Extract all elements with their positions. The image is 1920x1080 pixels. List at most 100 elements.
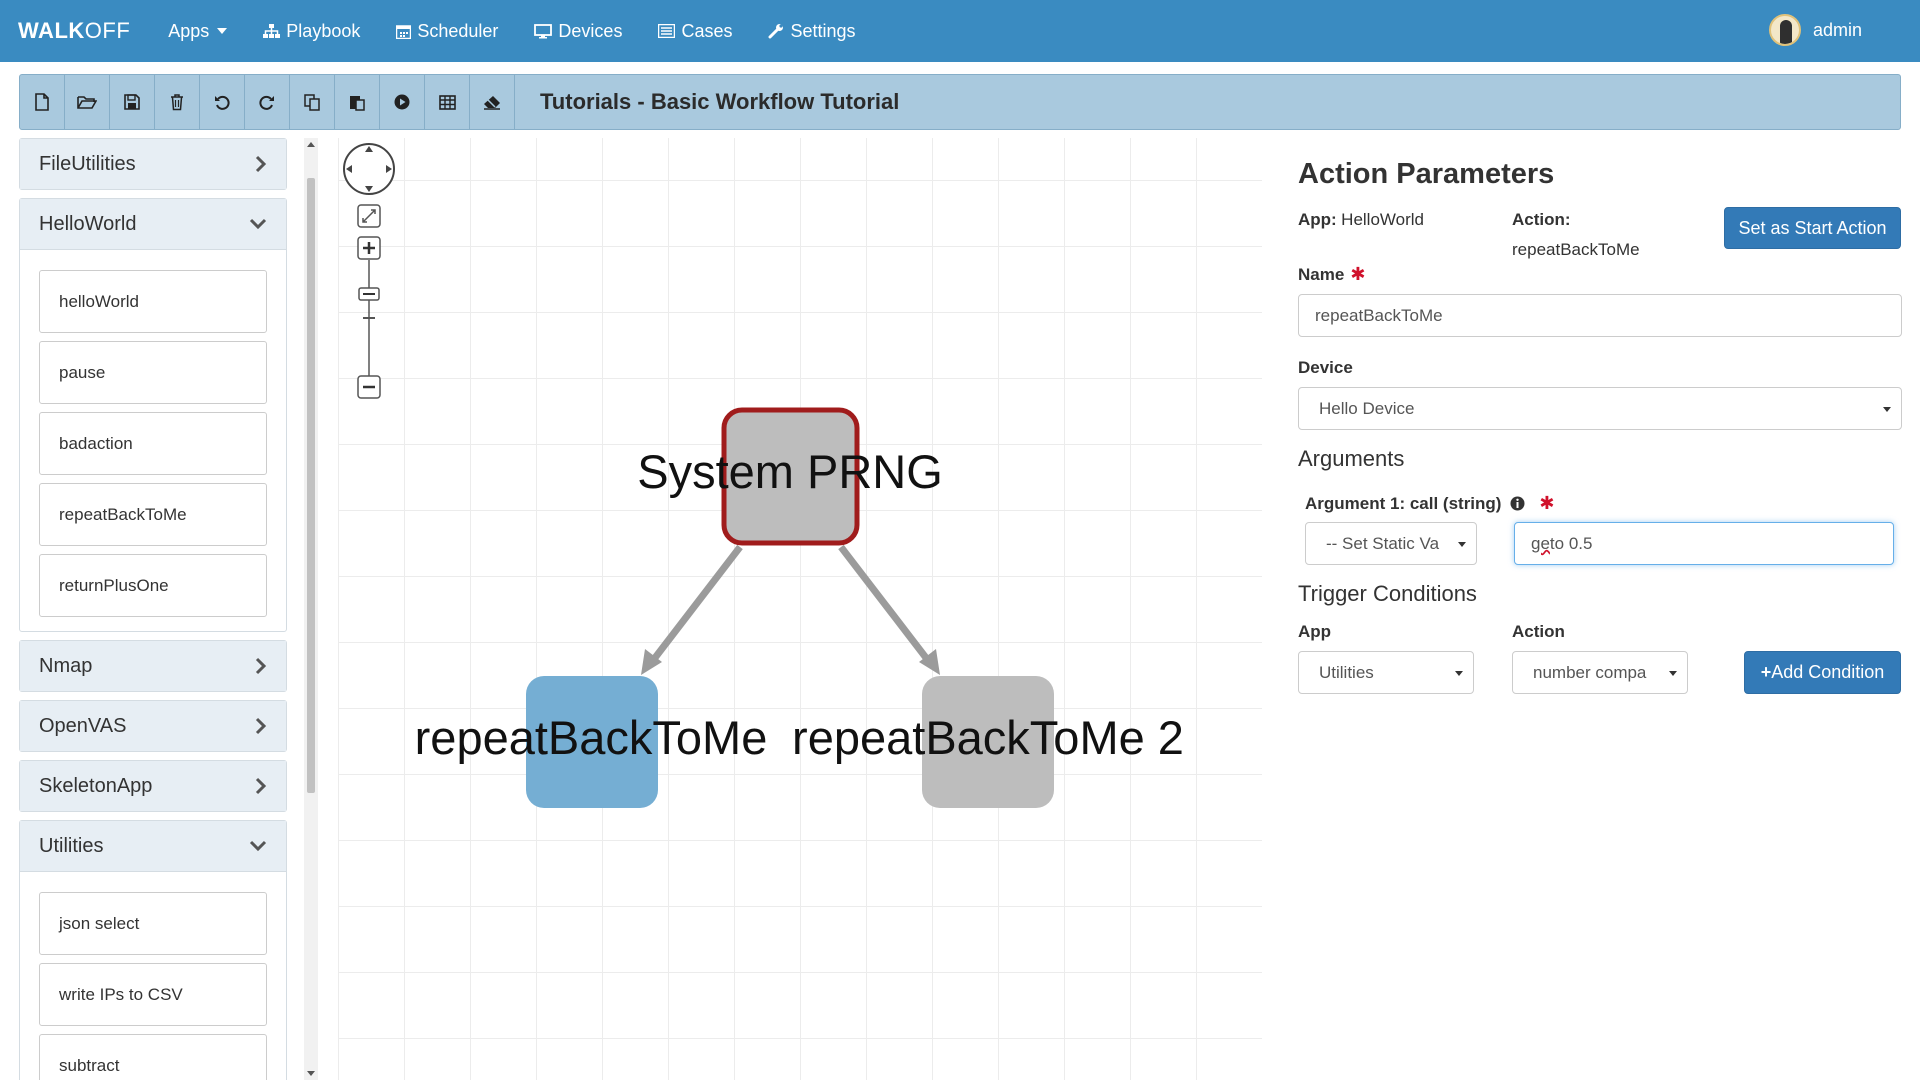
trigger-app-label: App [1298, 622, 1332, 641]
avatar [1768, 14, 1801, 46]
nav-devices[interactable]: Devices [534, 21, 622, 42]
action-json-select[interactable]: json select [39, 892, 267, 955]
sitemap-icon [263, 23, 281, 38]
brand-logo[interactable]: WALKOFF [18, 18, 131, 43]
workflow-graph[interactable]: System PRNG repeatBackToMe repeatBackToM… [338, 138, 1262, 1080]
workflow-title: Tutorials - Basic Workflow Tutorial [540, 89, 900, 114]
wrench-icon [768, 24, 784, 39]
name-label-row: Name✱ [1298, 264, 1366, 284]
app-group-helloworld: HelloWorld helloWorld pause badaction re… [19, 198, 287, 632]
utilities-actions: json select write IPs to CSV subtract [20, 871, 286, 1080]
action-parameters-panel: Action Parameters App: HelloWorld Action… [1298, 138, 1902, 694]
trigger-action-label: Action [1512, 622, 1565, 641]
node-repeatbacktome[interactable]: repeatBackToMe [415, 676, 768, 808]
workflow-toolbar: Tutorials - Basic Workflow Tutorial [19, 74, 1901, 130]
arguments-title: Arguments [1298, 446, 1405, 471]
open-workflow-button[interactable] [65, 75, 110, 129]
action-badaction[interactable]: badaction [39, 412, 267, 475]
apps-sidebar: FileUtilities HelloWorld helloWorld paus… [19, 138, 287, 1080]
chevron-right-icon [255, 657, 267, 675]
nav-cases[interactable]: Cases [658, 21, 732, 42]
username: admin [1812, 19, 1862, 40]
fit-view-button[interactable] [357, 204, 381, 228]
redo-icon [259, 95, 274, 110]
edge-prng-to-repeat2[interactable] [838, 544, 940, 675]
add-condition-button[interactable]: +Add Condition [1744, 651, 1901, 694]
node-label-repeatbacktome: repeatBackToMe [415, 711, 768, 764]
new-workflow-button[interactable] [20, 75, 65, 129]
copy-button[interactable] [290, 75, 335, 129]
app-header-helloworld[interactable]: HelloWorld [20, 199, 286, 249]
scrollbar-thumb[interactable] [307, 178, 315, 793]
action-repeatbacktome[interactable]: repeatBackToMe [39, 483, 267, 546]
zoom-slider[interactable] [358, 260, 380, 376]
action-subtract[interactable]: subtract [39, 1034, 267, 1080]
table-icon [438, 94, 456, 110]
app-group-skeletonapp: SkeletonApp [19, 760, 287, 812]
info-icon[interactable] [1510, 496, 1525, 511]
app-group-utilities: Utilities json select write IPs to CSV s… [19, 820, 287, 1080]
paste-button[interactable] [335, 75, 380, 129]
app-group-nmap: Nmap [19, 640, 287, 692]
action-helloworld[interactable]: helloWorld [39, 270, 267, 333]
nav-scheduler[interactable]: Scheduler [396, 21, 498, 42]
app-header-fileutilities[interactable]: FileUtilities [20, 139, 286, 189]
node-label-system-prng: System PRNG [637, 445, 943, 498]
nav-playbook[interactable]: Playbook [263, 21, 360, 42]
zoom-in-button[interactable] [357, 236, 381, 260]
required-asterisk-icon: ✱ [1350, 264, 1366, 284]
sidebar-scrollbar[interactable] [304, 138, 318, 1080]
app-header-utilities[interactable]: Utilities [20, 821, 286, 871]
required-asterisk-icon: ✱ [1539, 493, 1555, 513]
paste-icon [350, 95, 365, 111]
node-repeatbacktome-2[interactable]: repeatBackToMe 2 [792, 676, 1184, 808]
scroll-down-icon[interactable] [307, 1071, 315, 1076]
pan-control[interactable] [343, 143, 395, 195]
chevron-right-icon [255, 155, 267, 173]
device-select[interactable]: Hello Device [1298, 387, 1902, 430]
chevron-right-icon [255, 717, 267, 735]
play-circle-icon [394, 94, 410, 110]
chevron-right-icon [255, 777, 267, 795]
chevron-down-icon [249, 218, 267, 230]
scroll-up-icon[interactable] [307, 142, 315, 147]
nav-apps[interactable]: Apps [168, 21, 228, 42]
trigger-conditions-title: Trigger Conditions [1298, 581, 1477, 606]
execute-button[interactable] [380, 75, 425, 129]
clear-button[interactable] [470, 75, 515, 129]
user-menu[interactable]: admin [1768, 14, 1862, 46]
app-group-fileutilities: FileUtilities [19, 138, 287, 190]
chevron-down-icon [249, 840, 267, 852]
app-header-nmap[interactable]: Nmap [20, 641, 286, 691]
argument-value-input[interactable]: ge to 0.5 [1514, 522, 1894, 565]
argument-source-select[interactable]: -- Set Static Va [1305, 522, 1477, 565]
action-returnplusone[interactable]: returnPlusOne [39, 554, 267, 617]
node-system-prng[interactable]: System PRNG [637, 407, 943, 546]
app-group-openvas: OpenVAS [19, 700, 287, 752]
plus-icon: + [1760, 662, 1772, 682]
results-table-button[interactable] [425, 75, 470, 129]
edge-prng-to-repeat[interactable] [641, 544, 743, 675]
name-input[interactable]: repeatBackToMe [1298, 294, 1902, 337]
undo-icon [215, 95, 230, 110]
select-caret-icon [1669, 670, 1677, 676]
redo-button[interactable] [245, 75, 290, 129]
app-header-openvas[interactable]: OpenVAS [20, 701, 286, 751]
save-workflow-button[interactable] [110, 75, 155, 129]
action-info-label: Action: [1512, 210, 1571, 229]
zoom-out-button[interactable] [357, 375, 381, 399]
action-write-ips-to-csv[interactable]: write IPs to CSV [39, 963, 267, 1026]
app-header-skeletonapp[interactable]: SkeletonApp [20, 761, 286, 811]
nav-settings[interactable]: Settings [768, 21, 856, 42]
trigger-action-select[interactable]: number compa [1512, 651, 1688, 694]
chevron-down-icon [217, 28, 228, 34]
trigger-app-select[interactable]: Utilities [1298, 651, 1474, 694]
action-pause[interactable]: pause [39, 341, 267, 404]
eraser-icon [484, 95, 500, 110]
set-start-action-button[interactable]: Set as Start Action [1724, 207, 1901, 249]
list-icon [658, 24, 676, 38]
delete-button[interactable] [155, 75, 200, 129]
undo-button[interactable] [200, 75, 245, 129]
workflow-canvas[interactable]: System PRNG repeatBackToMe repeatBackToM… [338, 138, 1262, 1080]
node-label-repeatbacktome-2: repeatBackToMe 2 [792, 711, 1184, 764]
